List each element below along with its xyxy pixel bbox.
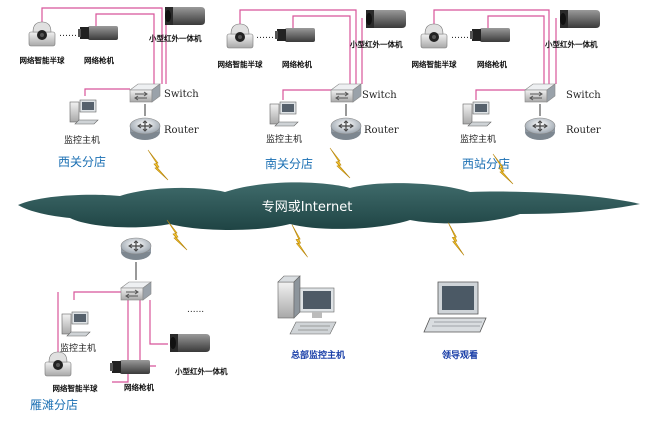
branch-xizhan: …… 网络智能半球 网络枪机 小型红外一体机 Switch Router 监控主… [412, 9, 601, 171]
lightning-bolt-icon [147, 149, 169, 181]
ptz-label: 网络智能半球 [412, 59, 457, 69]
gun-label: 网络枪机 [282, 59, 312, 69]
network-label: 专网或Internet [262, 200, 353, 215]
switch-icon [120, 281, 152, 301]
router-icon [120, 237, 152, 261]
branch-links [239, 9, 363, 100]
ptz-dome-camera-icon [44, 351, 72, 377]
branch-yantan: ...... 监控主机 网络智能半球 网络枪机 小型红外一体机 雁滩分店 [30, 237, 228, 412]
host-label: 监控主机 [60, 342, 96, 354]
hq-workstation: 总部监控主机 [277, 275, 345, 361]
branch-links [41, 7, 167, 96]
router-icon [330, 117, 362, 141]
ellipsis-dots: …… [256, 31, 274, 41]
lightning-bolt-icon [287, 224, 313, 258]
branch-nanguan: …… 网络智能半球 网络枪机 小型红外一体机 Switch Router 监控主… [218, 9, 406, 171]
lightning-bolt-icon [443, 222, 469, 256]
branch-links [433, 9, 557, 100]
ptz-dome-camera-icon [28, 21, 56, 47]
ellipsis-dots: …… [451, 31, 469, 41]
lightning-bolt-icon [329, 147, 351, 179]
ir-camera-icon [366, 10, 406, 28]
router-icon [524, 117, 556, 141]
switch-icon [129, 83, 161, 103]
laptop-icon [423, 281, 487, 333]
leader-label: 领导观看 [442, 349, 478, 361]
ir-label: 小型红外一体机 [149, 33, 202, 43]
network-cloud: 专网或Internet [18, 182, 640, 230]
ir-label: 小型红外一体机 [175, 366, 228, 376]
host-label: 监控主机 [64, 134, 100, 146]
switch-label: Switch [164, 89, 199, 100]
router-icon [129, 117, 161, 141]
router-label: Router [566, 125, 601, 136]
gun-label: 网络枪机 [84, 55, 114, 65]
switch-icon [524, 83, 556, 103]
ptz-dome-camera-icon [226, 23, 254, 49]
switch-label: Switch [566, 90, 601, 101]
desktop-workstation-icon [277, 275, 337, 335]
gun-label: 网络枪机 [477, 59, 507, 69]
ptz-label: 网络智能半球 [218, 59, 263, 69]
ir-label: 小型红外一体机 [545, 39, 598, 49]
bullet-camera-icon [78, 26, 118, 40]
ptz-label: 网络智能半球 [53, 383, 98, 393]
switch-icon [330, 83, 362, 103]
ir-camera-icon [165, 7, 205, 25]
pc-host-icon [61, 311, 91, 337]
cloud-icon [18, 182, 640, 230]
bullet-camera-icon [110, 360, 150, 374]
router-label: Router [364, 125, 399, 136]
switch-label: Switch [362, 90, 397, 101]
ir-camera-icon [170, 334, 210, 352]
ptz-label: 网络智能半球 [20, 55, 65, 65]
leader-laptop: 领导观看 [423, 281, 487, 361]
gun-label: 网络枪机 [124, 382, 154, 392]
host-label: 监控主机 [266, 133, 302, 145]
ir-label: 小型红外一体机 [350, 39, 403, 49]
hq-label: 总部监控主机 [291, 349, 345, 361]
bullet-camera-icon [275, 28, 315, 42]
ptz-dome-camera-icon [420, 23, 448, 49]
pc-host-icon [462, 101, 492, 127]
branch-name: 雁滩分店 [30, 398, 78, 412]
branch-name: 南关分店 [265, 156, 313, 171]
pc-host-icon [269, 101, 299, 127]
ir-camera-icon [560, 10, 600, 28]
host-label: 监控主机 [460, 133, 496, 145]
pc-host-icon [69, 99, 99, 125]
ellipsis-dots: …… [59, 29, 77, 39]
router-label: Router [164, 125, 199, 136]
branch-xiguan: …… 网络智能半球 网络枪机 小型红外一体机 Switch Router 监控主… [20, 7, 205, 169]
bullet-camera-icon [470, 28, 510, 42]
branch-name: 西关分店 [58, 155, 106, 169]
ellipsis-dots: ...... [187, 305, 204, 315]
